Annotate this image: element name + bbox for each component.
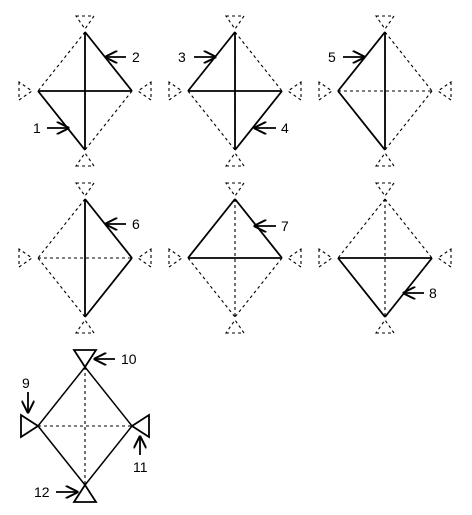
label-4: 4 — [281, 120, 289, 136]
triangle-bottom — [72, 483, 98, 503]
triangle-top — [72, 349, 98, 369]
diagram-4: 6 — [18, 182, 152, 334]
diagram-7: 9 10 11 12 — [20, 349, 150, 503]
label-8: 8 — [429, 285, 437, 301]
label-10: 10 — [121, 351, 137, 367]
diagram-2: 3 4 — [168, 15, 302, 167]
diagram-6: 8 — [318, 182, 452, 334]
diagram-3: 5 — [318, 15, 452, 167]
label-2: 2 — [132, 49, 140, 65]
label-12: 12 — [34, 484, 50, 500]
label-7: 7 — [281, 218, 289, 234]
triangle-left — [20, 413, 40, 439]
diagram-1: 1 2 — [18, 15, 152, 167]
label-5: 5 — [328, 49, 336, 65]
triangle-right — [130, 413, 150, 439]
label-1: 1 — [33, 120, 41, 136]
label-3: 3 — [178, 49, 186, 65]
label-6: 6 — [132, 216, 140, 232]
label-9: 9 — [22, 375, 30, 391]
label-11: 11 — [133, 459, 148, 475]
diagram-5: 7 — [168, 182, 302, 334]
